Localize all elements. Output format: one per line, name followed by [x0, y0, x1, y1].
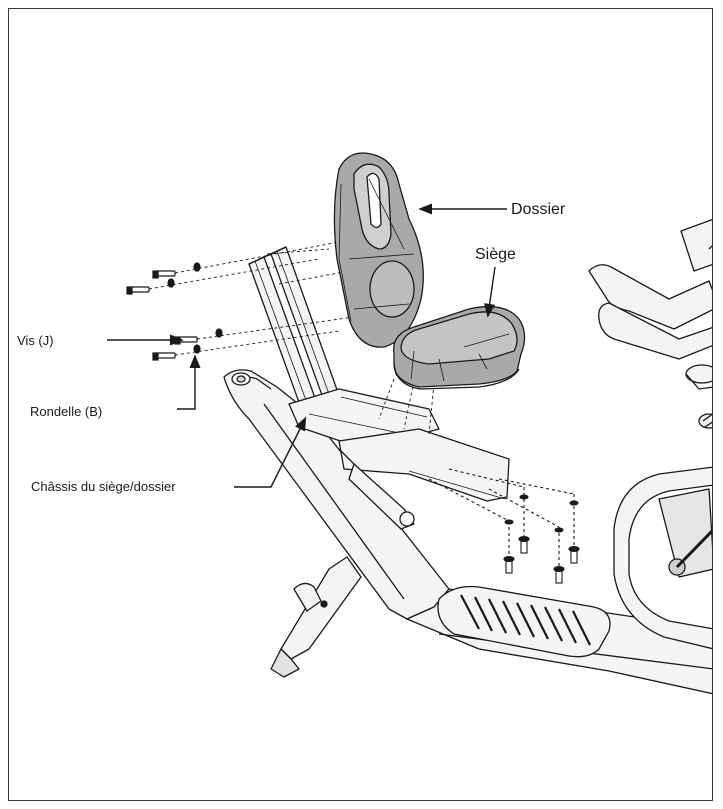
left-screws: [126, 262, 223, 361]
exploded-assembly-drawing: [107, 152, 712, 695]
seat-cushion: [393, 305, 526, 390]
backrest-cushion: [333, 152, 424, 348]
dossier-label: Dossier: [511, 201, 566, 218]
chassis-arrow: [234, 416, 307, 488]
main-frame-tube: [223, 369, 450, 620]
flywheel-shroud: [613, 466, 712, 650]
seat-alignment-lines: [378, 378, 435, 435]
front-stabilizer: [270, 556, 362, 678]
chassis-label: Châssis du siège/dossier: [31, 479, 176, 494]
vis-label: Vis (J): [17, 333, 54, 348]
diagram-frame: Dossier Siège Vis (J) Rondelle (B) Châss…: [8, 8, 713, 801]
seat-back-frame: [248, 246, 510, 530]
seat-bottom-screws: [428, 468, 580, 584]
pedal-footrest: [437, 585, 611, 658]
siege-arrow: [484, 266, 496, 318]
callout-lines: [107, 203, 507, 488]
rondelle-arrow: [177, 354, 201, 410]
siege-label: Siège: [475, 246, 516, 263]
rondelle-label: Rondelle (B): [30, 404, 103, 419]
handlebars: [588, 219, 712, 429]
screw-alignment-lines: [148, 241, 355, 356]
